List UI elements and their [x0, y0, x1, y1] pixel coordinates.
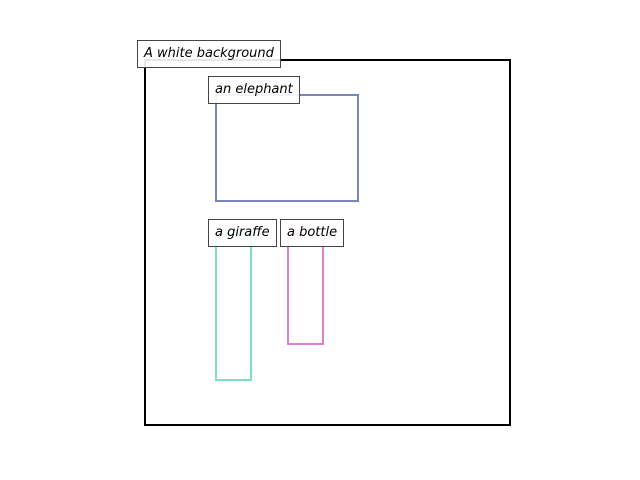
elephant-region-box	[215, 94, 359, 202]
background-region-label: A white background	[137, 40, 281, 68]
giraffe-region-label: a giraffe	[208, 219, 277, 247]
giraffe-region-box	[215, 233, 252, 381]
bottle-region-label: a bottle	[280, 219, 345, 247]
bottle-region-box	[287, 233, 324, 345]
background-region-box	[144, 59, 511, 426]
elephant-region-label: an elephant	[208, 76, 300, 104]
